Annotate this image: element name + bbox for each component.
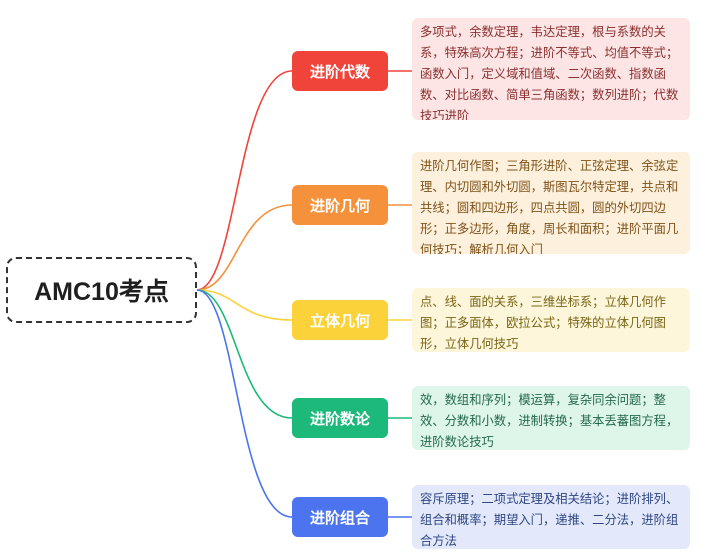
branch-node-solid-geometry: 立体几何 bbox=[292, 300, 388, 340]
root-node: AMC10考点 bbox=[6, 257, 197, 323]
detail-box-algebra: 多项式，余数定理，韦达定理，根与系数的关系，特殊高次方程；进阶不等式、均值不等式… bbox=[412, 18, 690, 120]
detail-text: 点、线、面的关系，三维坐标系；立体几何作图；正多面体，欧拉公式；特殊的立体几何图… bbox=[420, 295, 666, 351]
branch-label: 进阶数论 bbox=[309, 409, 370, 428]
branch-label: 进阶组合 bbox=[309, 508, 370, 527]
detail-box-geometry: 进阶几何作图；三角形进阶、正弦定理、余弦定理、内切圆和外切圆，斯图瓦尔特定理，共… bbox=[412, 152, 690, 254]
root-label: AMC10考点 bbox=[34, 278, 169, 306]
branch-label: 立体几何 bbox=[309, 311, 370, 330]
connector-line-geometry bbox=[196, 204, 293, 291]
branch-label: 进阶代数 bbox=[309, 62, 370, 81]
detail-box-combinatorics: 容斥原理；二项式定理及相关结论；进阶排列、组合和概率；期望入门，递推、二分法，进… bbox=[412, 485, 690, 549]
detail-text: 进阶几何作图；三角形进阶、正弦定理、余弦定理、内切圆和外切圆，斯图瓦尔特定理，共… bbox=[420, 159, 679, 254]
detail-text: 容斥原理；二项式定理及相关结论；进阶排列、组合和概率；期望入门，递推、二分法，进… bbox=[420, 492, 679, 548]
connector-line-combinatorics bbox=[196, 289, 293, 518]
connector-line-algebra bbox=[196, 70, 293, 291]
detail-text: 多项式，余数定理，韦达定理，根与系数的关系，特殊高次方程；进阶不等式、均值不等式… bbox=[420, 25, 679, 120]
branch-node-number-theory: 进阶数论 bbox=[292, 398, 388, 438]
connector-line-solid-geometry bbox=[196, 289, 293, 321]
detail-box-solid-geometry: 点、线、面的关系，三维坐标系；立体几何作图；正多面体，欧拉公式；特殊的立体几何图… bbox=[412, 288, 690, 352]
branch-node-combinatorics: 进阶组合 bbox=[292, 497, 388, 537]
detail-text: 效，数组和序列；模运算，复杂同余问题；整效、分数和小数，进制转换；基本丢蕃图方程… bbox=[420, 393, 679, 449]
branch-node-algebra: 进阶代数 bbox=[292, 51, 388, 91]
detail-box-number-theory: 效，数组和序列；模运算，复杂同余问题；整效、分数和小数，进制转换；基本丢蕃图方程… bbox=[412, 386, 690, 450]
branch-node-geometry: 进阶几何 bbox=[292, 185, 388, 225]
connector-line-number-theory bbox=[196, 289, 293, 419]
branch-label: 进阶几何 bbox=[309, 196, 370, 215]
